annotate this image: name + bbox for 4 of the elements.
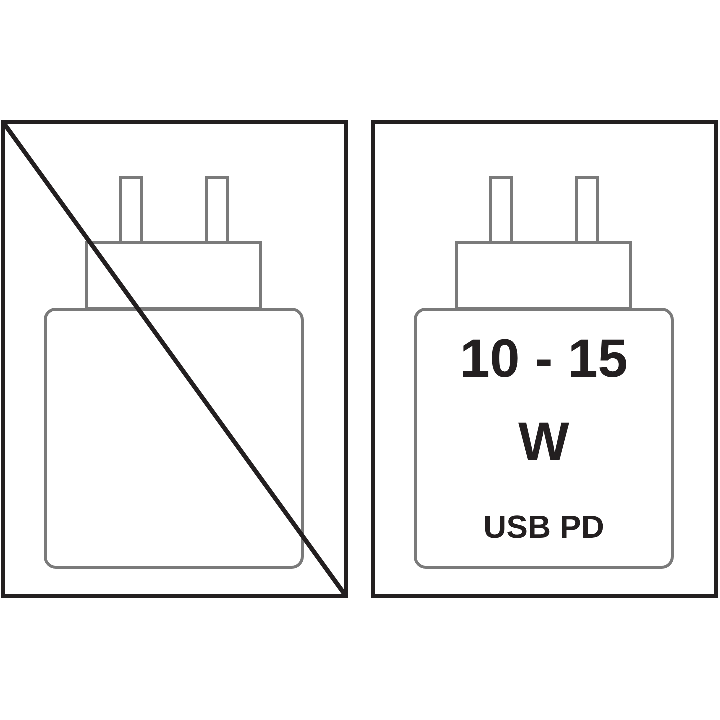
charger-body bbox=[414, 308, 674, 569]
wattage-text: 10 - 15 W bbox=[458, 328, 630, 474]
protocol-text: USB PD bbox=[484, 508, 604, 547]
charger-body bbox=[44, 308, 304, 569]
